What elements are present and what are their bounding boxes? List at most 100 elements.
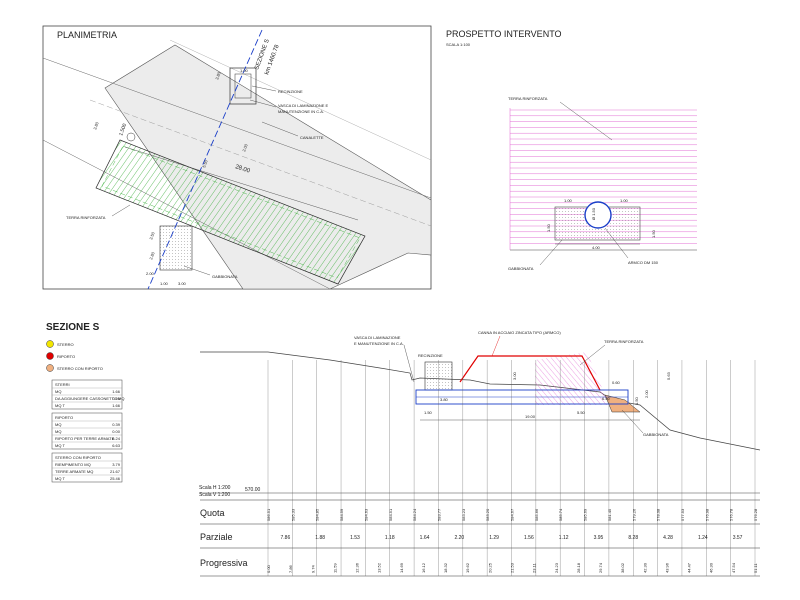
dim-d4: 5.50	[201, 159, 209, 169]
label-section-gabbionata: GABBIONATA	[643, 432, 669, 437]
scale-h: Scala H 1:200	[199, 485, 231, 491]
volume-row-label: MQ T	[55, 476, 65, 481]
road-edge-top	[43, 58, 431, 198]
legend-swatch	[46, 340, 54, 348]
sezione-title: SEZIONE S	[46, 322, 100, 333]
parziale-value: 7.86	[281, 535, 291, 541]
progressiva-value: 12.36	[355, 562, 360, 573]
leader-section-vasca	[403, 344, 415, 383]
leader-gabbionata	[183, 265, 211, 276]
volume-row-label: MQ	[55, 389, 61, 394]
label-terra-prospetto: TERRA RINFORZATA	[508, 96, 548, 101]
progressiva-value: 51.11	[753, 563, 758, 573]
quota-value: 584.67	[510, 508, 515, 521]
dim-slope: 1.500	[118, 123, 128, 137]
progressiva-value: 46.30	[709, 562, 714, 573]
dim-h: 1.50	[546, 223, 551, 232]
road-outer-line	[170, 40, 431, 160]
legend-swatch	[46, 352, 54, 360]
parziale-value: 1.29	[489, 535, 499, 541]
terra-rinforzata-inner	[101, 145, 361, 279]
leader-section-gabbionata	[621, 409, 644, 434]
label-vasca-2: MANUTENZIONE IN C.A.	[278, 109, 324, 114]
dim-w2: 1.00	[620, 198, 629, 203]
row-label-quota: Quota	[200, 508, 225, 518]
quota-value: 576.28	[753, 508, 758, 521]
parziale-value: 2.20	[454, 535, 464, 541]
progressiva-value: 43.96	[664, 562, 669, 573]
progressiva-value: 23.11	[532, 563, 537, 573]
volume-row-value: 1.66	[112, 403, 121, 408]
row-label-progressiva: Progressiva	[200, 558, 248, 568]
legend-swatch	[46, 364, 54, 372]
quota-value: 579.26	[631, 508, 636, 521]
terra-rinforzata-lines	[510, 109, 697, 244]
progressiva-value: 20.25	[487, 562, 492, 573]
quota-value: 576.98	[704, 508, 709, 521]
label-section-vasca-1: VASCA DI LAMINAZIONE	[354, 335, 401, 340]
dim-b: 3.80	[440, 397, 449, 402]
marker-circle	[126, 132, 136, 142]
dim-j: 2.00	[644, 389, 649, 398]
riporto-line	[459, 355, 601, 391]
progressiva-value: 42.30	[642, 562, 647, 573]
progressiva-value: 44.47	[687, 562, 692, 573]
parziale-value: 1.88	[315, 535, 325, 541]
dim-d3: 1.00	[240, 68, 249, 73]
quota-value: 577.53	[680, 508, 685, 521]
volume-row-value: 6.63	[112, 443, 121, 448]
progressiva-value: 7.86	[288, 564, 293, 573]
planimetria-title: PLANIMETRIA	[57, 30, 117, 40]
quota-value: 585.69	[583, 508, 588, 521]
station-lines	[267, 360, 756, 576]
dim-side: 1.50	[651, 229, 656, 238]
volume-row-label: MQ	[55, 429, 61, 434]
progressiva-value: 38.02	[620, 562, 625, 573]
volume-row-value: 0.39	[112, 422, 121, 427]
prospetto-scale: SCALA 1:100	[446, 42, 471, 47]
section-line	[147, 29, 263, 290]
planimetria-frame	[42, 25, 432, 290]
leader-recinzione	[251, 85, 277, 92]
label-armco: ARMCO DM 150	[628, 260, 659, 265]
volume-table-title: STERRI	[55, 382, 70, 387]
progressiva-value: 16.12	[421, 562, 426, 573]
progressiva-value: 11.59	[332, 563, 337, 573]
parziale-value: 1.18	[385, 535, 395, 541]
dim-d9: 3.00	[178, 281, 187, 286]
label-section-vasca-2: E MANUTENZIONE IN C.A.	[354, 341, 404, 346]
quota-value: 586.51	[266, 508, 271, 521]
quota-value: 581.45	[607, 508, 612, 521]
label-canalette: CANALETTE	[300, 135, 324, 140]
section-gabbionata	[604, 394, 641, 413]
volume-row-label: MQ	[55, 422, 61, 427]
dim-d10: 2.80	[148, 251, 156, 261]
dim-e: 19.00	[525, 414, 536, 419]
progressiva-value: 13.52	[377, 562, 382, 573]
quota-value: 584.59	[339, 508, 344, 521]
volume-row-label: RIEMPIMENTO MQ	[55, 462, 91, 467]
label-terra-rinforzata: TERRA RINFORZATA	[66, 215, 106, 220]
quota-value: 585.33	[290, 508, 295, 521]
section-terra-rinforzata	[535, 352, 612, 405]
parziale-value: 1.24	[698, 535, 708, 541]
volume-row-label: RIPORTO PER TERRE ARMATE	[55, 436, 115, 441]
volume-table	[51, 452, 123, 483]
parziale-value: 1.53	[350, 535, 360, 541]
dim-f: 5.50	[577, 410, 586, 415]
quota-value: 585.66	[534, 508, 539, 521]
volume-table	[51, 412, 123, 450]
volume-row-label: TERRE ARMATE MQ	[55, 469, 93, 474]
volume-row-value: 0.00	[112, 429, 121, 434]
dim-d2: 3.80	[92, 121, 100, 131]
dim-g: 1.50	[634, 396, 639, 405]
label-section-canna: CANNA IN ACCIAIO ZINCATA TIPO (ARMCO)	[478, 330, 561, 335]
dim-d1: 3.80	[214, 71, 222, 81]
legend-label: STERRO CON RIPORTO	[57, 366, 103, 371]
dim-pipe: Ø 1.50	[591, 207, 596, 220]
